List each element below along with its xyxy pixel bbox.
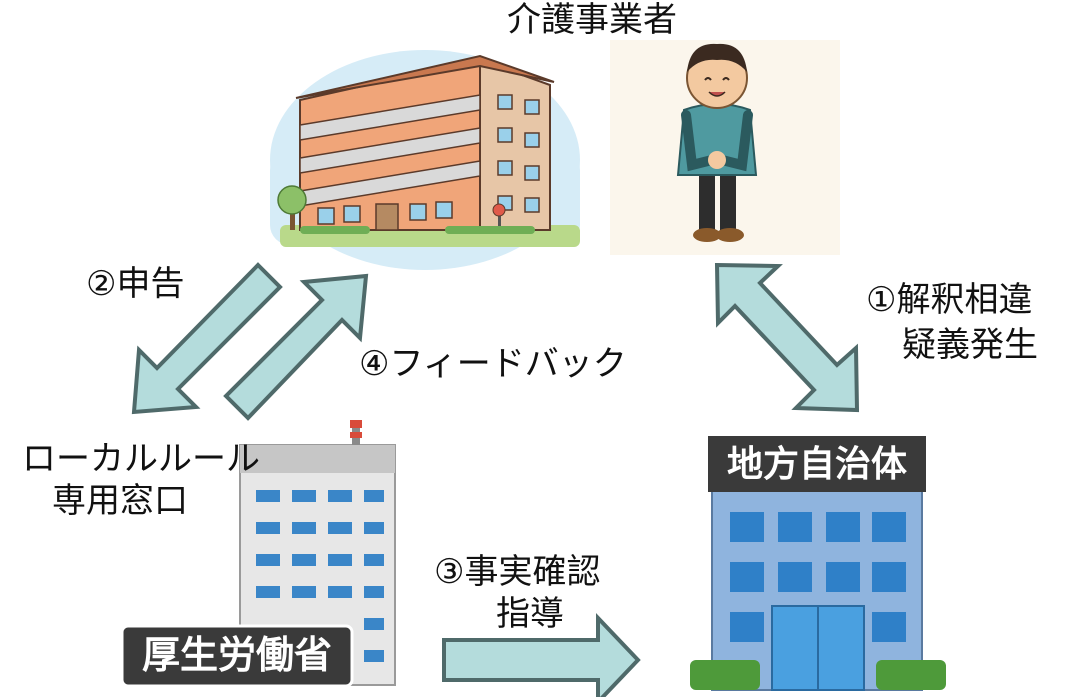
operator-label: 介護事業者: [507, 0, 677, 40]
step3-label-line2: 指導: [496, 594, 564, 634]
arrow-declaration: [131, 262, 283, 415]
step1-label-line2: 疑義発生: [902, 325, 1038, 365]
arrow-feedback: [223, 273, 369, 421]
caregiver-person-illustration: [610, 40, 840, 255]
municipality-building-illustration: [690, 436, 946, 691]
step4-label: ④フィードバック: [359, 344, 627, 384]
local-rule-line2: 専用窓口: [52, 481, 188, 521]
ministry-sign: [120, 624, 354, 688]
step3-label-line1: ③事実確認: [434, 552, 601, 592]
local-rule-line1: ローカルルール: [22, 439, 260, 479]
ministry-building-illustration: [120, 420, 396, 688]
step2-label: ②申告: [86, 264, 185, 304]
municipality-sign: [708, 436, 926, 492]
municipality-sign-text: 地方自治体: [726, 444, 907, 485]
apartment-building-illustration: [270, 50, 580, 270]
ministry-sign-text: 厚生労働省: [141, 633, 332, 677]
arrow-fact-check: [442, 613, 641, 697]
step1-label-line1: ①解釈相違: [866, 280, 1033, 320]
arrow-interpretation: [714, 262, 860, 413]
